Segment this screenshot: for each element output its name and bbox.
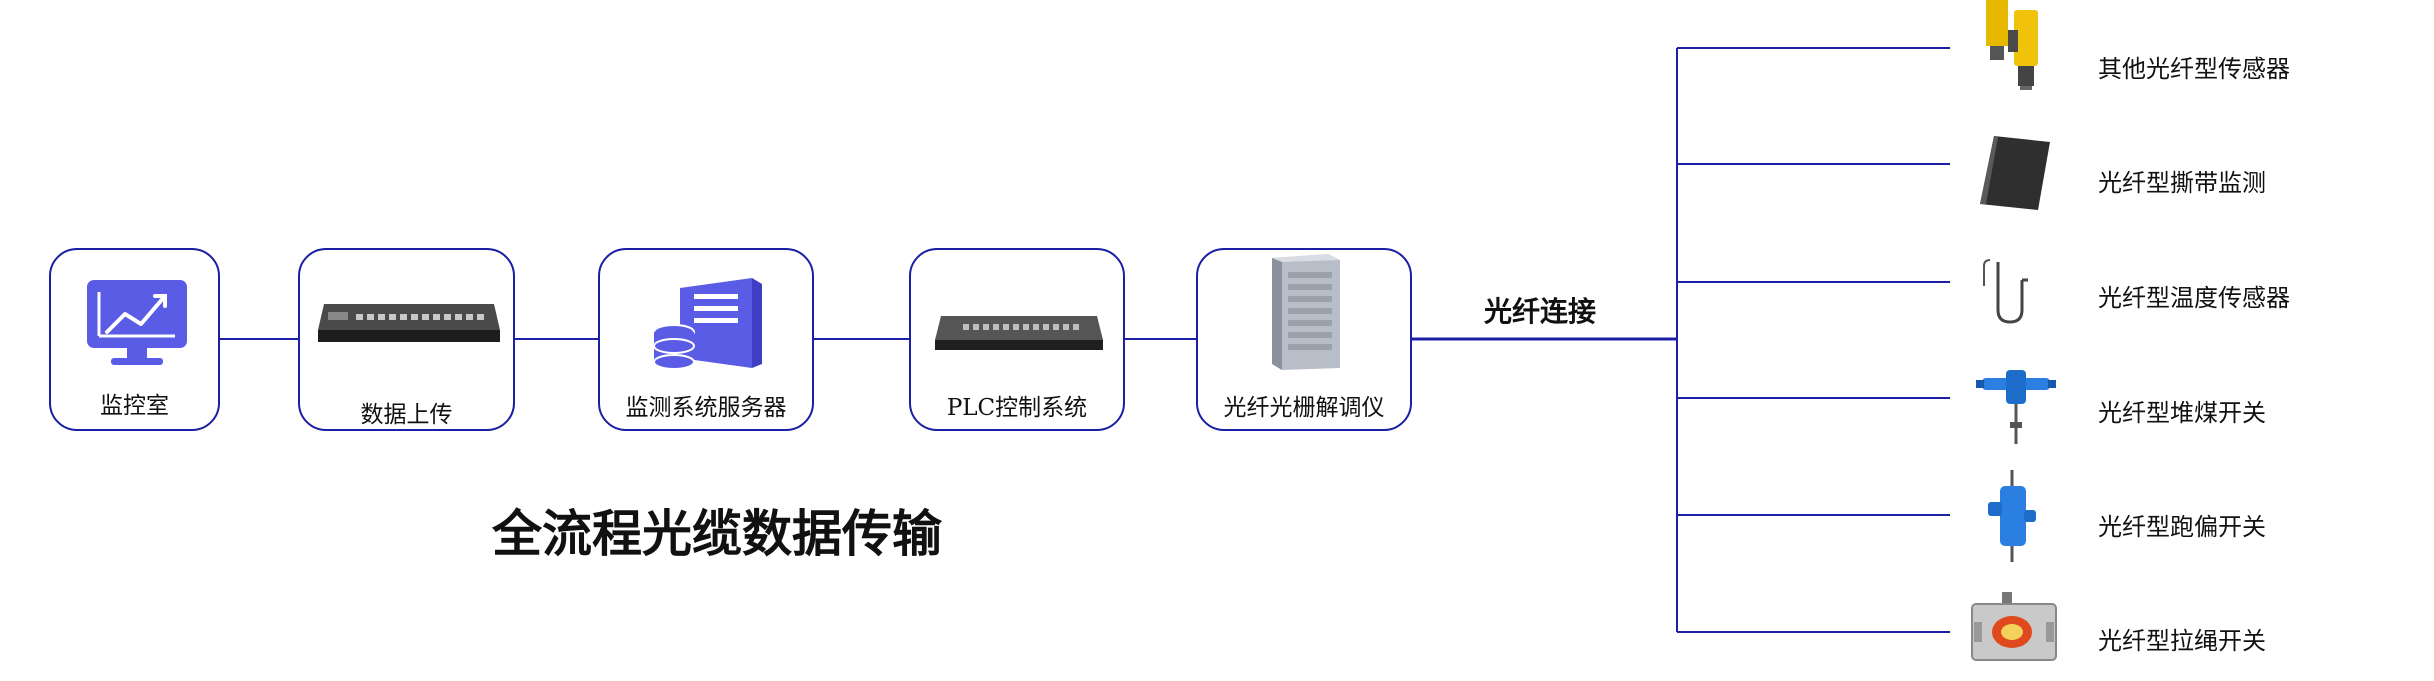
tear-plate-icon <box>1980 136 2050 210</box>
sensor-label: 其他光纤型传感器 <box>2098 55 2290 83</box>
node-label: 数据上传 <box>360 402 453 428</box>
node-data-upload: 数据上传 <box>298 248 515 431</box>
monitor-chart-icon <box>87 280 187 365</box>
sensor-label: 光纤型堆煤开关 <box>2098 399 2266 427</box>
pull-cord-switch-icon <box>1971 592 2057 661</box>
sensor-label: 光纤型撕带监测 <box>2098 169 2266 197</box>
network-switch-icon <box>318 304 500 342</box>
temperature-probe-icon <box>1983 259 2028 324</box>
node-label: 监测系统服务器 <box>625 395 787 421</box>
fiber-connection-label: 光纤连接 <box>1484 295 1597 328</box>
deviation-switch-icon <box>1988 470 2036 562</box>
node-fbg-demodulator: 光纤光栅解调仪 <box>1196 248 1412 431</box>
node-label: 监控室 <box>100 393 169 419</box>
yellow-sensor-icon <box>1986 0 2038 90</box>
node-monitoring-room: 监控室 <box>49 248 220 431</box>
sensor-label: 光纤型拉绳开关 <box>2098 627 2266 655</box>
diagram-headline: 全流程光缆数据传输 <box>492 505 942 563</box>
node-monitoring-server: 监测系统服务器 <box>598 248 814 431</box>
node-label: PLC控制系统 <box>946 395 1088 421</box>
sensor-label: 光纤型跑偏开关 <box>2098 513 2266 541</box>
node-label: 光纤光栅解调仪 <box>1223 395 1385 421</box>
demodulator-tower-icon <box>1272 254 1340 370</box>
plc-switch-icon <box>935 316 1103 350</box>
sensor-label: 光纤型温度传感器 <box>2098 284 2290 312</box>
server-database-icon <box>653 278 762 370</box>
node-plc-control: PLC控制系统 <box>909 248 1125 431</box>
coal-pile-switch-icon <box>1976 370 2056 444</box>
